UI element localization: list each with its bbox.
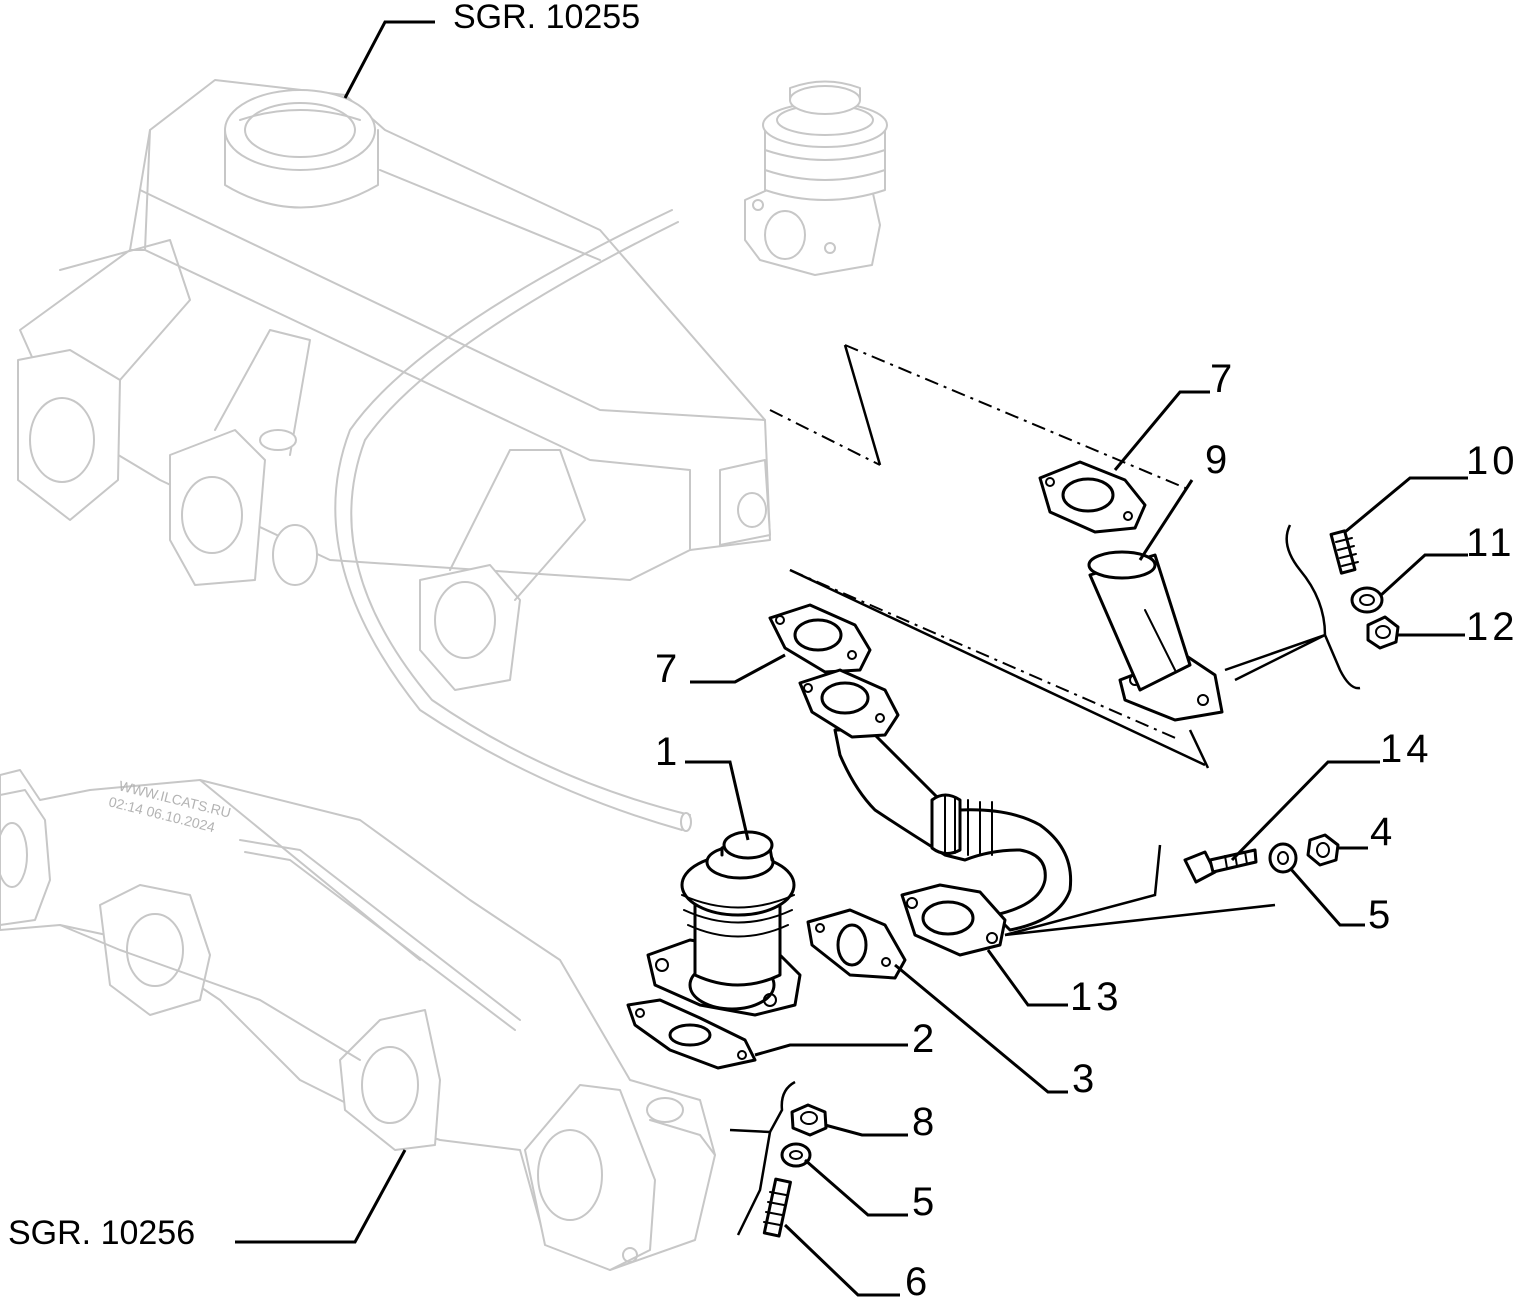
callout-8: 8 xyxy=(912,1100,938,1144)
washer-11 xyxy=(1350,586,1384,614)
nut-4 xyxy=(1306,833,1340,867)
callout-10: 10 xyxy=(1466,439,1519,483)
bracket-line-10-12 xyxy=(1224,524,1361,690)
bracket-line-8-6 xyxy=(729,1080,796,1236)
gasket-7-upper xyxy=(1038,460,1147,534)
stud-10 xyxy=(1329,529,1359,575)
bracket-line-14 xyxy=(1004,844,1276,937)
ref-sgr-top: SGR. 10255 xyxy=(453,0,640,36)
gasket-2 xyxy=(626,998,757,1070)
callout-5-left: 5 xyxy=(912,1180,938,1224)
callout-6: 6 xyxy=(905,1260,931,1299)
washer-5-left xyxy=(780,1142,812,1168)
callout-14: 14 xyxy=(1380,727,1433,771)
nut-8 xyxy=(790,1103,828,1137)
break-lines xyxy=(769,344,1210,769)
bolt-14 xyxy=(1183,848,1258,884)
egr-valve-1 xyxy=(646,830,802,1017)
nut-12 xyxy=(1366,615,1400,650)
callout-4: 4 xyxy=(1370,810,1396,854)
intake-manifold-ghost xyxy=(17,79,771,832)
stud-6 xyxy=(762,1177,792,1238)
callout-3: 3 xyxy=(1072,1057,1098,1101)
leader-lines xyxy=(235,20,1468,1297)
callout-5-right: 5 xyxy=(1368,893,1394,937)
callout-12: 12 xyxy=(1466,605,1519,649)
exhaust-manifold-ghost xyxy=(0,769,716,1271)
callout-2: 2 xyxy=(912,1017,938,1061)
egr-pipe-13 xyxy=(798,668,1073,957)
pipe-9 xyxy=(1087,550,1224,722)
callout-7-upper: 7 xyxy=(1210,357,1236,401)
callout-1: 1 xyxy=(655,730,681,774)
egr-valve-alternate-ghost xyxy=(744,80,888,276)
gasket-3 xyxy=(806,908,907,980)
callout-9: 9 xyxy=(1205,438,1231,482)
gasket-7-lower xyxy=(768,603,872,674)
callout-7-lower: 7 xyxy=(655,647,681,691)
ref-sgr-bottom: SGR. 10256 xyxy=(8,1214,195,1252)
washer-5-right xyxy=(1268,842,1298,874)
callout-13: 13 xyxy=(1070,975,1123,1019)
callout-11: 11 xyxy=(1466,521,1516,565)
